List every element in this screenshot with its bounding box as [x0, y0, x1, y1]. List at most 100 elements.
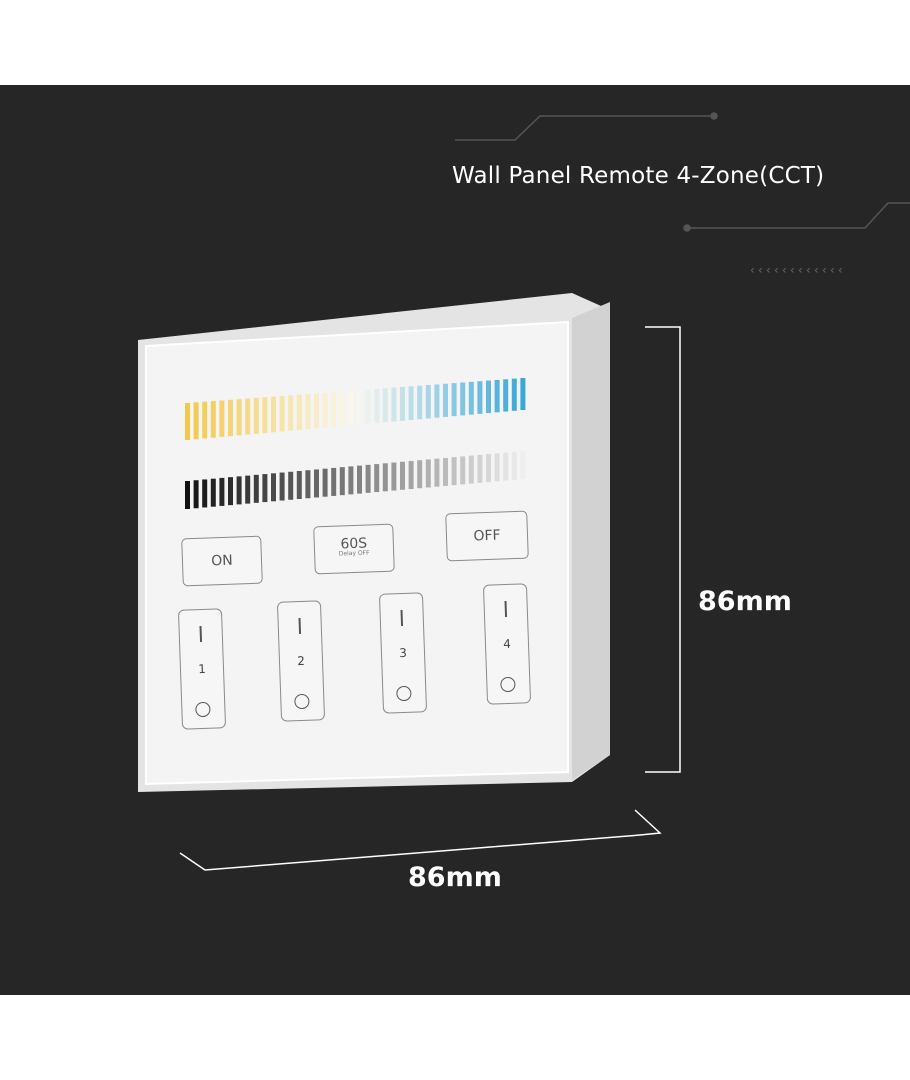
- chevron-row-icon: ‹‹‹‹‹‹‹‹‹‹‹‹: [750, 263, 843, 277]
- brightness-bar[interactable]: [322, 468, 328, 497]
- cct-bar[interactable]: [305, 394, 311, 430]
- brightness-bar[interactable]: [279, 472, 285, 501]
- cct-bar[interactable]: [202, 401, 208, 439]
- cct-bar[interactable]: [262, 397, 268, 434]
- cct-bar[interactable]: [279, 395, 285, 432]
- svg-text:‹: ‹: [774, 263, 779, 277]
- cct-bar[interactable]: [245, 398, 251, 435]
- cct-bar[interactable]: [271, 396, 276, 433]
- cct-bar[interactable]: [193, 402, 199, 440]
- cct-bar[interactable]: [374, 388, 380, 424]
- brightness-bar[interactable]: [511, 451, 517, 480]
- cct-bar[interactable]: [408, 386, 414, 420]
- brightness-bar[interactable]: [228, 477, 233, 506]
- off-button[interactable]: OFF: [445, 510, 529, 562]
- brightness-bar[interactable]: [202, 479, 208, 508]
- brightness-bar[interactable]: [503, 452, 509, 481]
- cct-bar[interactable]: [339, 391, 345, 427]
- brightness-bar[interactable]: [339, 467, 345, 496]
- cct-bar[interactable]: [357, 390, 362, 425]
- zone-number: 4: [502, 636, 512, 652]
- power-off-icon: [396, 685, 412, 702]
- brightness-bar[interactable]: [193, 480, 199, 509]
- cct-bar[interactable]: [365, 389, 371, 424]
- svg-text:‹: ‹: [798, 263, 803, 277]
- zone-4-switch[interactable]: 4: [482, 583, 532, 705]
- cct-bar[interactable]: [322, 392, 328, 428]
- cct-bar[interactable]: [477, 381, 483, 414]
- brightness-bar[interactable]: [219, 477, 225, 506]
- cct-bar[interactable]: [400, 386, 405, 421]
- brightness-bar[interactable]: [477, 454, 483, 483]
- brightness-bar[interactable]: [357, 465, 362, 494]
- brightness-bar[interactable]: [296, 471, 302, 499]
- cct-bar[interactable]: [185, 403, 190, 440]
- svg-text:‹: ‹: [822, 263, 827, 277]
- zone-3-switch[interactable]: 3: [378, 592, 428, 714]
- brightness-bar[interactable]: [185, 481, 190, 509]
- cct-bar[interactable]: [460, 382, 466, 416]
- brightness-bar[interactable]: [288, 471, 294, 500]
- cct-bar[interactable]: [451, 383, 457, 417]
- off-label: OFF: [473, 527, 501, 545]
- cct-bar[interactable]: [296, 394, 302, 430]
- cct-bar[interactable]: [314, 393, 319, 429]
- brightness-bar[interactable]: [468, 455, 474, 484]
- brightness-bar[interactable]: [331, 467, 337, 496]
- cct-bar[interactable]: [443, 383, 448, 417]
- cct-bar[interactable]: [391, 387, 397, 422]
- brightness-bar[interactable]: [391, 462, 397, 491]
- cct-bar[interactable]: [219, 400, 225, 437]
- brightness-bar[interactable]: [451, 457, 457, 486]
- cct-bar[interactable]: [468, 381, 474, 415]
- cct-bar[interactable]: [288, 395, 294, 431]
- cct-bar[interactable]: [417, 385, 423, 420]
- svg-text:‹: ‹: [758, 263, 763, 277]
- cct-bar[interactable]: [253, 397, 259, 434]
- cct-bar[interactable]: [486, 380, 491, 414]
- cct-bar[interactable]: [425, 385, 431, 419]
- cct-bar[interactable]: [434, 384, 440, 418]
- brightness-bar[interactable]: [348, 466, 354, 495]
- on-button[interactable]: ON: [181, 535, 263, 587]
- cct-bar[interactable]: [503, 379, 509, 412]
- brightness-bar[interactable]: [236, 476, 242, 505]
- brightness-bar[interactable]: [245, 475, 251, 504]
- brightness-bar[interactable]: [408, 461, 414, 489]
- brightness-bar[interactable]: [520, 451, 526, 479]
- cct-bar[interactable]: [348, 390, 354, 426]
- brightness-bar[interactable]: [434, 458, 440, 487]
- cct-bar[interactable]: [382, 388, 388, 423]
- brightness-bar[interactable]: [314, 469, 319, 498]
- brightness-bar[interactable]: [374, 464, 380, 493]
- brightness-bar[interactable]: [271, 473, 276, 502]
- power-on-icon: [504, 600, 508, 618]
- brightness-bar[interactable]: [400, 461, 405, 490]
- brightness-bar[interactable]: [210, 478, 216, 507]
- svg-text:‹: ‹: [766, 263, 771, 277]
- brightness-bar[interactable]: [365, 464, 371, 493]
- brightness-bar[interactable]: [305, 470, 311, 499]
- cct-bar[interactable]: [494, 379, 500, 413]
- brightness-bar[interactable]: [417, 460, 423, 489]
- brightness-bar[interactable]: [443, 457, 448, 486]
- cct-bar[interactable]: [331, 392, 337, 427]
- brightness-bar[interactable]: [382, 463, 388, 492]
- brightness-bar[interactable]: [460, 456, 466, 485]
- svg-text:‹: ‹: [750, 263, 755, 277]
- cct-bar[interactable]: [511, 378, 517, 411]
- brightness-bar[interactable]: [425, 459, 431, 488]
- zone-2-switch[interactable]: 2: [276, 600, 326, 722]
- cct-bar[interactable]: [210, 401, 216, 438]
- brightness-bar[interactable]: [486, 454, 491, 483]
- color-temperature-slider[interactable]: [185, 378, 526, 509]
- cct-bar[interactable]: [236, 399, 242, 436]
- brightness-bar[interactable]: [494, 453, 500, 482]
- cct-bar[interactable]: [228, 399, 233, 437]
- cct-bar[interactable]: [520, 378, 526, 410]
- zone-1-switch[interactable]: 1: [177, 608, 227, 730]
- zone-number: 3: [398, 645, 408, 661]
- brightness-bar[interactable]: [253, 474, 259, 503]
- brightness-bar[interactable]: [262, 474, 268, 503]
